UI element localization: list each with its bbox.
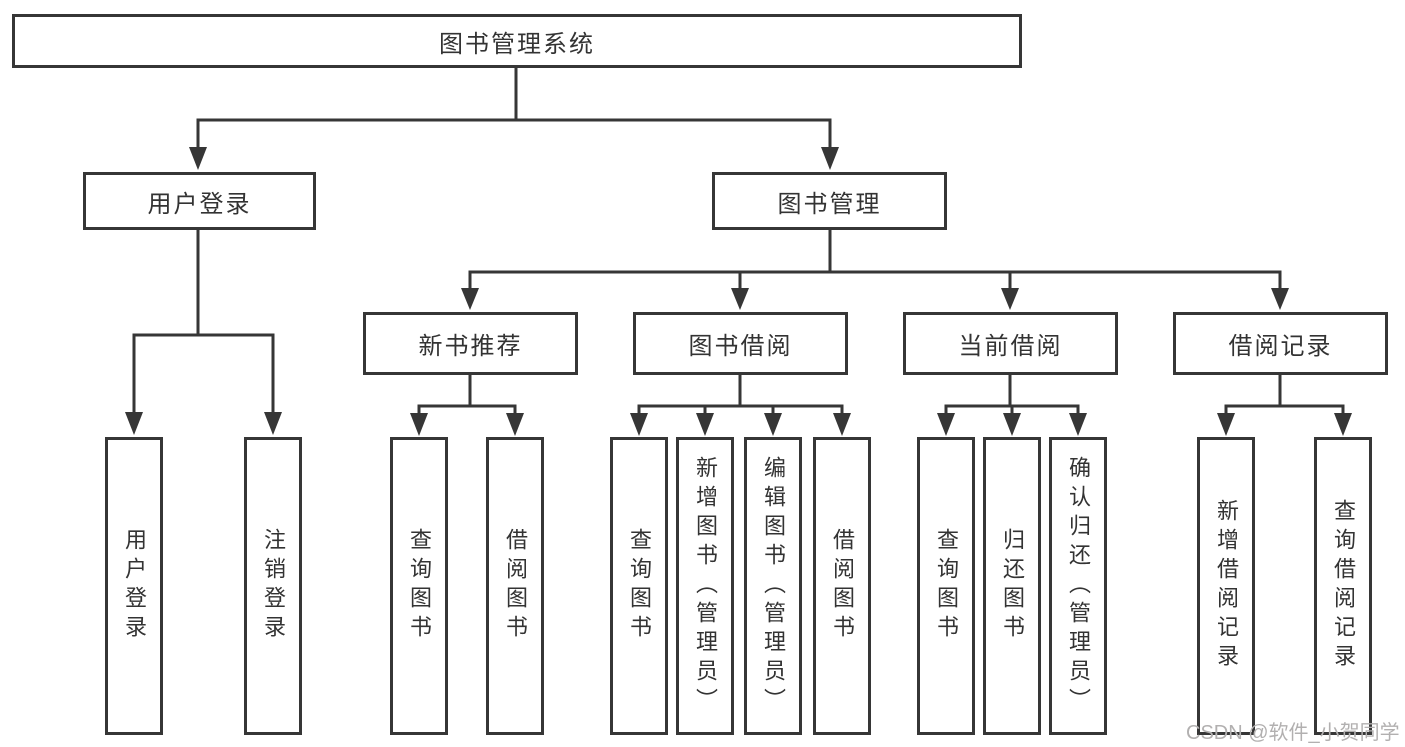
arrow-down-icon — [410, 413, 428, 436]
arrow-down-icon — [189, 147, 207, 170]
arrow-down-icon — [630, 413, 648, 436]
leaf-add-borrow-record: 新增借阅记录 — [1197, 437, 1255, 735]
arrow-down-icon — [731, 288, 749, 310]
connector-current-borrow-to-leaves — [937, 372, 1087, 436]
arrow-down-icon — [1271, 288, 1289, 310]
csdn-watermark: CSDN @软件_小贺同学 — [1186, 722, 1400, 744]
arrow-down-icon — [1001, 288, 1019, 310]
leaf-logout: 注销登录 — [244, 437, 302, 735]
arrow-down-icon — [1334, 413, 1352, 436]
leaf-add-book-admin: 新增图书（管理员） — [676, 437, 734, 735]
leaf-borrow-books-recommend: 借阅图书 — [486, 437, 544, 735]
leaf-borrow-books: 借阅图书 — [813, 437, 871, 735]
connector-root-to-level2 — [189, 65, 839, 170]
node-new-book-recommend: 新书推荐 — [363, 312, 578, 375]
node-borrowing-records: 借阅记录 — [1173, 312, 1388, 375]
connector-borrow-record-to-leaves — [1217, 372, 1352, 436]
node-book-borrowing: 图书借阅 — [633, 312, 848, 375]
leaf-user-login: 用户登录 — [105, 437, 163, 735]
arrow-down-icon — [461, 288, 479, 310]
arrow-down-icon — [833, 413, 851, 436]
arrow-down-icon — [506, 413, 524, 436]
arrow-down-icon — [1217, 413, 1235, 436]
arrow-down-icon — [696, 413, 714, 436]
node-current-borrowing: 当前借阅 — [903, 312, 1118, 375]
connector-new-book-to-leaves — [410, 372, 524, 436]
arrow-down-icon — [821, 147, 839, 170]
arrow-down-icon — [764, 413, 782, 436]
leaf-query-books-recommend: 查询图书 — [390, 437, 448, 735]
arrow-down-icon — [1069, 413, 1087, 436]
node-user-login: 用户登录 — [83, 172, 316, 230]
leaf-query-books-borrow: 查询图书 — [610, 437, 668, 735]
node-book-management: 图书管理 — [712, 172, 947, 230]
node-root-system: 图书管理系统 — [12, 14, 1022, 68]
connector-book-borrow-to-leaves — [630, 372, 851, 436]
leaf-query-books-current: 查询图书 — [917, 437, 975, 735]
connector-book-mgmt-to-level3 — [461, 227, 1289, 310]
arrow-down-icon — [937, 413, 955, 436]
connector-user-login-to-leaves — [125, 227, 282, 435]
leaf-return-book: 归还图书 — [983, 437, 1041, 735]
leaf-query-borrow-record: 查询借阅记录 — [1314, 437, 1372, 735]
arrow-down-icon — [125, 412, 143, 435]
leaf-edit-book-admin: 编辑图书（管理员） — [744, 437, 802, 735]
arrow-down-icon — [264, 412, 282, 435]
arrow-down-icon — [1003, 413, 1021, 436]
leaf-confirm-return-admin: 确认归还（管理员） — [1049, 437, 1107, 735]
